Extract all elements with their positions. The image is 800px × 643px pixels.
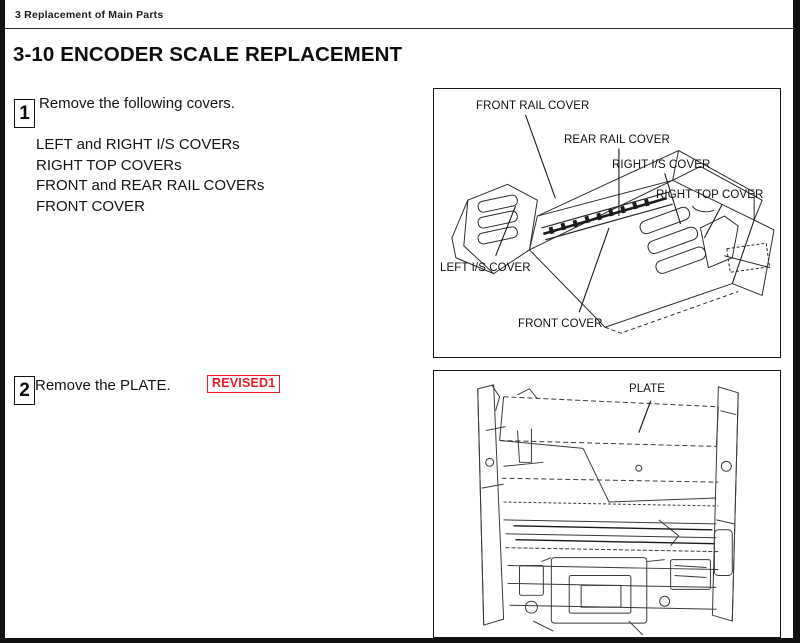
cover-list: LEFT and RIGHT I/S COVERs RIGHT TOP COVE… <box>36 135 264 217</box>
list-item: FRONT and REAR RAIL COVERs <box>36 177 265 194</box>
list-item: FRONT COVER <box>36 197 145 215</box>
step-number-1: 1 <box>14 99 35 128</box>
figure-panel-1: FRONT RAIL COVER REAR RAIL COVER RIGHT I… <box>433 88 781 358</box>
list-item: LEFT and RIGHT I/S COVERs <box>36 136 240 153</box>
callout-plate: PLATE <box>629 383 666 395</box>
callout-right-top-cover: RIGHT TOP COVER <box>656 189 764 201</box>
step-instruction-2: Remove the PLATE. <box>35 377 171 394</box>
printer-cover-overview-drawing <box>451 114 775 334</box>
callout-front-cover: FRONT COVER <box>518 318 603 330</box>
header-divider <box>5 28 793 29</box>
plate-detail-drawing <box>477 384 739 636</box>
callout-left-is-cover: LEFT I/S COVER <box>440 262 531 274</box>
revision-badge: REVISED1 <box>207 375 281 394</box>
callout-front-rail-cover: FRONT RAIL COVER <box>476 100 590 112</box>
page-title: 3-10 ENCODER SCALE REPLACEMENT <box>13 43 403 66</box>
breadcrumb: 3 Replacement of Main Parts <box>15 9 164 21</box>
figure-panel-2: PLATE <box>433 370 781 638</box>
step-instruction-1: Remove the following covers. <box>39 95 235 112</box>
step-number-2: 2 <box>14 376 35 405</box>
list-item: RIGHT TOP COVERs <box>36 156 182 174</box>
callout-right-is-cover: RIGHT I/S COVER <box>612 159 711 171</box>
callout-rear-rail-cover: REAR RAIL COVER <box>564 134 670 146</box>
